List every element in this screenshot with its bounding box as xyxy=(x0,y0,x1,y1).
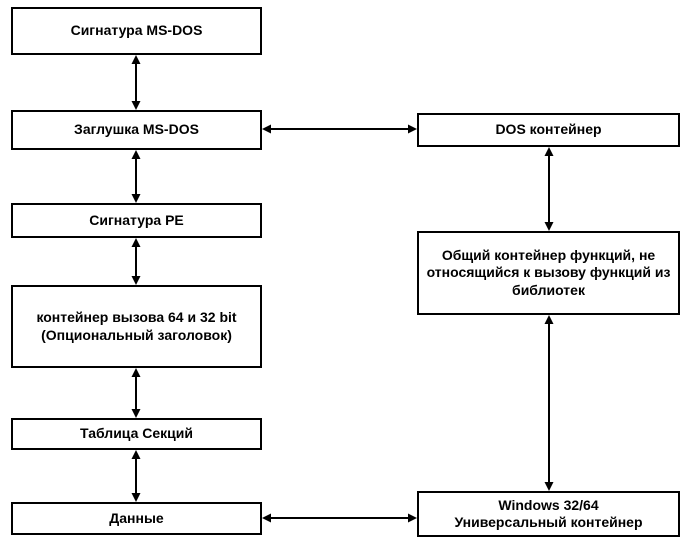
node-box-ms_dos_signature: Сигнатура MS-DOS xyxy=(11,7,262,55)
connector-ms_dos_stub-to-pe_signature xyxy=(128,150,144,203)
node-box-windows_container: Windows 32/64 Универсальный контейнер xyxy=(417,491,680,537)
connector-optional_header-to-section_table xyxy=(128,368,144,418)
connector-dos_container-to-common_container xyxy=(541,147,557,231)
node-label-optional_header: контейнер вызова 64 и 32 bit (Опциональн… xyxy=(36,309,237,343)
node-label-ms_dos_signature: Сигнатура MS-DOS xyxy=(70,22,203,39)
node-box-data: Данные xyxy=(11,502,262,535)
node-box-common_container: Общий контейнер функций, не относящийся … xyxy=(417,231,680,315)
node-box-dos_container: DOS контейнер xyxy=(417,113,680,147)
node-box-ms_dos_stub: Заглушка MS-DOS xyxy=(11,110,262,150)
node-label-windows_container: Windows 32/64 Универсальный контейнер xyxy=(454,496,643,530)
node-box-pe_signature: Сигнатура PE xyxy=(11,203,262,238)
node-label-common_container: Общий контейнер функций, не относящийся … xyxy=(426,247,671,298)
connector-common_container-to-windows_container xyxy=(541,315,557,491)
connector-data-to-windows_container xyxy=(262,510,417,526)
connector-section_table-to-data xyxy=(128,450,144,502)
node-label-dos_container: DOS контейнер xyxy=(495,121,602,138)
node-label-ms_dos_stub: Заглушка MS-DOS xyxy=(74,121,199,138)
node-box-optional_header: контейнер вызова 64 и 32 bit (Опциональн… xyxy=(11,285,262,368)
node-box-section_table: Таблица Секций xyxy=(11,418,262,450)
connector-ms_dos_stub-to-dos_container xyxy=(262,121,417,137)
node-label-pe_signature: Сигнатура PE xyxy=(89,211,184,228)
node-label-data: Данные xyxy=(109,509,164,526)
node-label-section_table: Таблица Секций xyxy=(80,425,193,442)
connector-ms_dos_signature-to-ms_dos_stub xyxy=(128,55,144,110)
connector-pe_signature-to-optional_header xyxy=(128,238,144,285)
